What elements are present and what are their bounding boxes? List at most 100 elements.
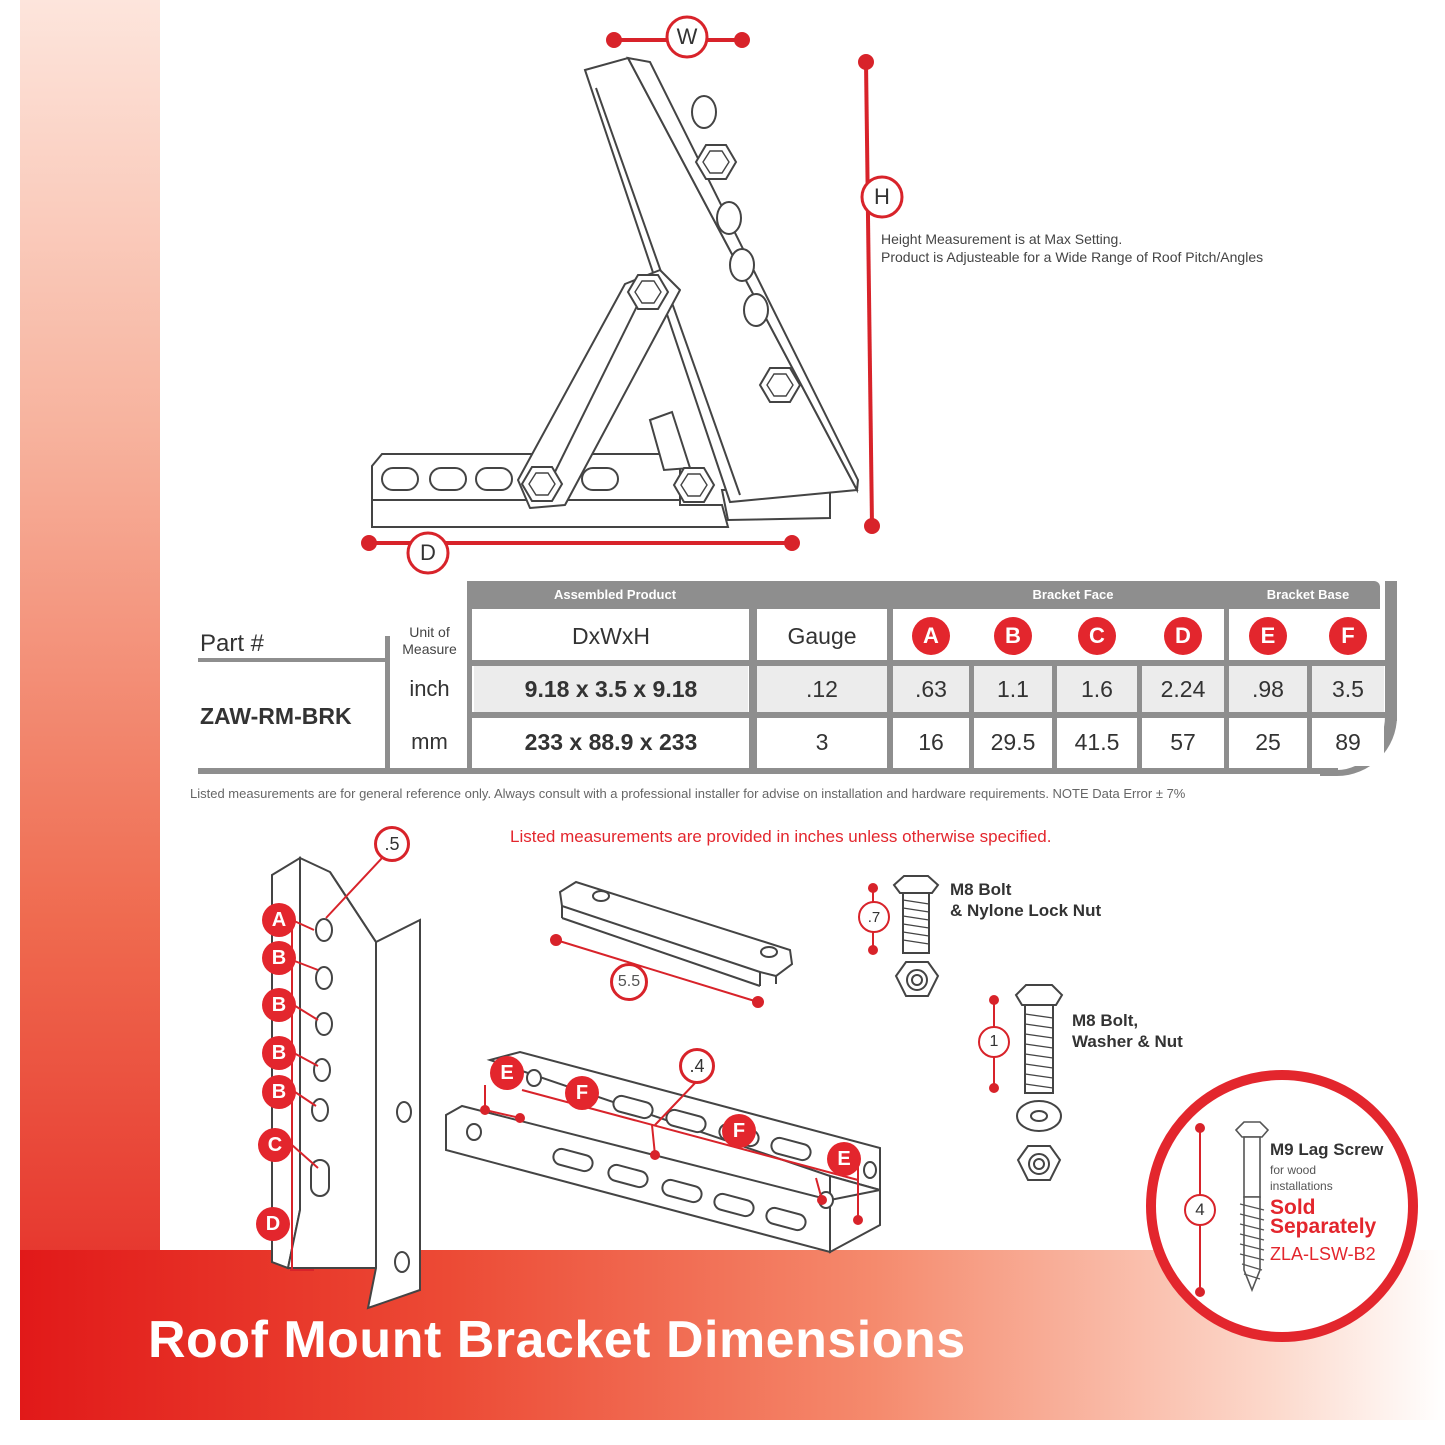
lag-screw-sku: ZLA-LSW-B2 <box>1270 1244 1376 1264</box>
row-mm-e: 25 <box>1229 718 1307 766</box>
link-plate-drawing <box>558 880 794 987</box>
face-badge-b3: B <box>262 1036 296 1070</box>
link-length-dim: 5.5 <box>610 963 648 1001</box>
link-plate-dimension <box>550 934 764 1008</box>
row-mm-unit: mm <box>392 718 467 766</box>
lag-screw-title: M9 Lag Screw <box>1270 1140 1384 1159</box>
row-inch-unit: inch <box>392 666 467 712</box>
row-inch-c: 1.6 <box>1057 666 1137 712</box>
unit-header-line-1: Unit of <box>409 624 450 640</box>
header-dxwxh: DxWxH <box>474 612 748 660</box>
badge-b: B <box>994 617 1032 655</box>
table-right-frame <box>1385 581 1397 721</box>
part-number: ZAW-RM-BRK <box>200 703 352 729</box>
header-d: D <box>1142 612 1224 660</box>
face-badge-b4: B <box>262 1075 296 1109</box>
row-mm-dxwxh: 233 x 88.9 x 233 <box>474 718 748 766</box>
unit-header-line-2: Measure <box>402 641 457 657</box>
base-badge-e1: E <box>490 1056 524 1090</box>
part-label: Part # <box>200 630 265 657</box>
grid-col-4 <box>1052 660 1057 769</box>
group-bracket-base: Bracket Base <box>1266 587 1350 602</box>
face-thickness-dim: .5 <box>374 826 410 862</box>
row-mm-gauge: 3 <box>757 718 887 766</box>
lag-screw-icon <box>1195 1121 1270 1297</box>
units-note: Listed measurements are provided in inch… <box>510 827 1052 846</box>
part-label-rule <box>198 658 386 662</box>
page-title: Roof Mount Bracket Dimensions <box>148 1311 966 1369</box>
base-badge-f1: F <box>565 1076 599 1110</box>
height-note-line-2: Product is Adjusteable for a Wide Range … <box>881 249 1264 265</box>
row-mm-f: 89 <box>1312 718 1384 766</box>
row-inch-d: 2.24 <box>1142 666 1224 712</box>
group-assembled-product: Assembled Product <box>553 587 677 602</box>
grid-rule-1 <box>472 660 1385 666</box>
badge-e: E <box>1249 617 1287 655</box>
depth-label: D <box>420 540 436 565</box>
bolt-one-line-2: & Nylone Lock Nut <box>950 901 1102 920</box>
sold-line-1: Sold <box>1270 1196 1316 1219</box>
lag-screw-sub: for wood installations <box>1270 1162 1333 1194</box>
disclaimer-text: Listed measurements are for general refe… <box>190 786 1186 801</box>
height-note-line-1: Height Measurement is at Max Setting. <box>881 231 1123 247</box>
row-inch-gauge: .12 <box>757 666 887 712</box>
lag-screw-sub-2: installations <box>1270 1179 1333 1193</box>
row-mm-d: 57 <box>1142 718 1224 766</box>
row-inch-dxwxh: 9.18 x 3.5 x 9.18 <box>474 666 748 712</box>
row-mm-c: 41.5 <box>1057 718 1137 766</box>
face-badge-c: C <box>258 1128 292 1162</box>
header-c: C <box>1057 612 1137 660</box>
sold-separately: Sold Separately <box>1270 1196 1377 1238</box>
row-mm-b: 29.5 <box>974 718 1052 766</box>
header-e: E <box>1229 612 1307 660</box>
unit-column-right-divider <box>467 581 472 771</box>
row-inch-b: 1.1 <box>974 666 1052 712</box>
header-f: F <box>1312 612 1384 660</box>
sold-line-2: Separately <box>1270 1215 1377 1238</box>
header-a: A <box>893 612 969 660</box>
face-badge-d: D <box>256 1207 290 1241</box>
row-inch-f: 3.5 <box>1312 666 1384 712</box>
base-badge-f2: F <box>722 1114 756 1148</box>
bolt-two-line-1: M8 Bolt, <box>1072 1011 1139 1030</box>
dimension-circles <box>406 15 904 575</box>
face-badge-a: A <box>262 903 296 937</box>
grid-col-7 <box>1307 660 1312 769</box>
unit-column-divider <box>385 636 390 770</box>
width-label: W <box>676 24 698 49</box>
badge-d: D <box>1164 617 1202 655</box>
bolt-two-drawing <box>1014 984 1064 1181</box>
face-badge-b1: B <box>262 941 296 975</box>
grid-col-2 <box>887 609 893 769</box>
face-badge-b2: B <box>262 988 296 1022</box>
bolt-two-label: M8 Bolt, Washer & Nut <box>1072 1010 1183 1052</box>
row-inch-a: .63 <box>893 666 969 712</box>
lag-screw-dim: 4 <box>1184 1194 1216 1226</box>
badge-f: F <box>1329 617 1367 655</box>
height-label: H <box>874 184 890 209</box>
bolt-one-line-1: M8 Bolt <box>950 880 1012 899</box>
grid-col-1 <box>749 609 757 769</box>
row-inch-e: .98 <box>1229 666 1307 712</box>
assembled-bracket <box>371 56 860 528</box>
base-thickness-dim: .4 <box>679 1048 715 1084</box>
grid-rule-2 <box>472 712 1385 718</box>
header-b: B <box>974 612 1052 660</box>
badge-a: A <box>912 617 950 655</box>
badge-c: C <box>1078 617 1116 655</box>
bolt-one-label: M8 Bolt & Nylone Lock Nut <box>950 879 1101 921</box>
group-bracket-face: Bracket Face <box>1032 587 1114 602</box>
grid-col-3 <box>969 660 974 769</box>
header-gauge: Gauge <box>757 612 887 660</box>
row-mm-a: 16 <box>893 718 969 766</box>
grid-col-5 <box>1137 660 1142 769</box>
bolt-two-dim: 1 <box>978 1026 1010 1058</box>
lag-screw-callout: 4 M9 Lag Screw for wood installations So… <box>1146 1070 1418 1342</box>
bolt-two-line-2: Washer & Nut <box>1072 1032 1183 1051</box>
table-bottom-rule <box>198 768 1338 774</box>
table-header-bar <box>467 581 1380 609</box>
bolt-one-drawing <box>892 875 940 997</box>
base-badge-e2: E <box>827 1142 861 1176</box>
height-note: Height Measurement is at Max Setting. Pr… <box>881 230 1361 266</box>
unit-header: Unit of Measure <box>392 624 467 658</box>
